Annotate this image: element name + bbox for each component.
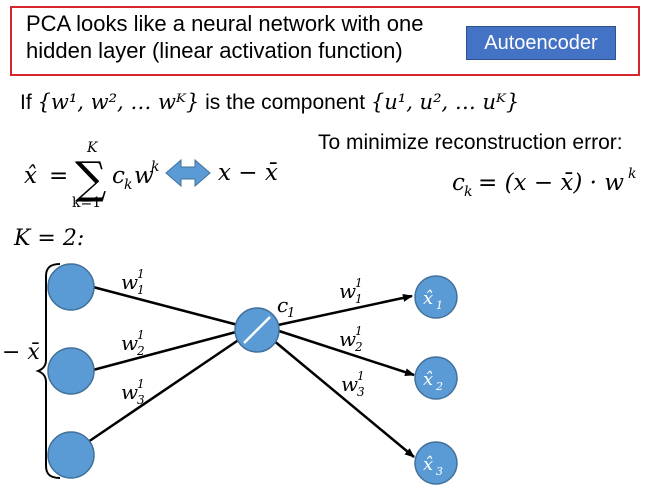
edge-input2-hidden xyxy=(92,330,237,372)
in-weight-2: w xyxy=(121,331,138,355)
output-node-1 xyxy=(414,275,458,319)
input-node-2 xyxy=(47,347,95,395)
minimize-reconstruction-label: To minimize reconstruction error: xyxy=(318,131,623,154)
in-weight-3-sup: 1 xyxy=(137,377,145,391)
output-label-3-sub: 3 xyxy=(436,465,443,478)
output-label-3: x̂ xyxy=(423,454,433,475)
out-weight-2-sup: 1 xyxy=(355,324,363,338)
c-term: c xyxy=(112,163,125,189)
in-weight-3: w xyxy=(121,380,138,404)
hidden-label-sub: 1 xyxy=(287,306,295,321)
out-weight-1-sub: 1 xyxy=(355,292,363,306)
edge-hidden-output1 xyxy=(277,293,413,327)
out-weight-2-sub: 2 xyxy=(354,340,363,354)
c-term-sub: k xyxy=(124,177,132,193)
in-weight-1-sup: 1 xyxy=(137,267,145,281)
in-weight-1-sub: 1 xyxy=(137,283,145,297)
sum-lower-limit: k=1 xyxy=(72,195,101,211)
header-line-2: hidden layer (linear activation function… xyxy=(26,38,403,63)
component-statement: If {w¹, w², … wᴷ} is the component {u¹, … xyxy=(20,90,519,115)
x-minus-xbar: x − x̄ xyxy=(218,160,278,186)
out-weight-2: w xyxy=(339,327,356,351)
double-arrow-icon xyxy=(165,158,211,188)
out-weight-1-sup: 1 xyxy=(355,276,363,290)
if-word: If xyxy=(20,91,32,114)
sum-upper-limit: K xyxy=(86,140,99,156)
edge-hidden-output2 xyxy=(278,329,415,377)
edge-input3-hidden xyxy=(87,337,241,444)
ck-lhs: c xyxy=(452,170,465,196)
edge-hidden-output3 xyxy=(272,339,415,458)
output-node-3 xyxy=(414,441,458,485)
in-weight-3-sub: 3 xyxy=(137,393,145,407)
out-weight-3-sub: 3 xyxy=(357,385,365,399)
output-node-2 xyxy=(414,356,458,400)
input-node-3 xyxy=(47,431,95,479)
input-bracket xyxy=(35,263,61,479)
linear-activation-icon xyxy=(243,316,271,344)
output-label-2: x̂ xyxy=(423,369,433,390)
xhat-symbol: x̂ xyxy=(24,163,37,189)
output-label-1: x̂ xyxy=(423,288,433,309)
autoencoder-button[interactable]: Autoencoder xyxy=(466,26,616,60)
is-component-text: is the component xyxy=(205,91,366,114)
in-weight-2-sup: 1 xyxy=(137,328,145,342)
output-label-2-sub: 2 xyxy=(435,380,443,393)
header-box xyxy=(10,6,640,76)
k-equals-label: K = 2: xyxy=(14,226,85,251)
input-node-1 xyxy=(47,263,95,311)
input-label: − x̄ xyxy=(2,340,40,365)
ck-lhs-sub: k xyxy=(464,184,472,200)
ck-rhs: = (x − x̄) · w xyxy=(478,170,624,196)
header-text: PCA looks like a neural network with one… xyxy=(26,10,446,64)
output-label-1-sub: 1 xyxy=(436,299,443,312)
sum-symbol: ∑ xyxy=(75,153,106,204)
header-line-1: PCA looks like a neural network with one xyxy=(26,11,424,36)
out-weight-3-sup: 1 xyxy=(357,369,365,383)
in-weight-2-sub: 2 xyxy=(136,344,145,358)
equals-sign: = xyxy=(49,163,68,189)
hidden-label: c xyxy=(277,293,288,317)
w-set: {w¹, w², … wᴷ} xyxy=(37,90,200,114)
w-term-sup: k xyxy=(151,159,159,175)
w-term: w xyxy=(134,163,154,189)
u-set: {u¹, u², … uᴷ} xyxy=(370,90,520,114)
ck-rhs-sup: k xyxy=(628,166,636,182)
out-weight-3: w xyxy=(341,372,358,396)
in-weight-1: w xyxy=(121,270,138,294)
out-weight-1: w xyxy=(339,279,356,303)
edge-input1-hidden xyxy=(92,285,239,327)
